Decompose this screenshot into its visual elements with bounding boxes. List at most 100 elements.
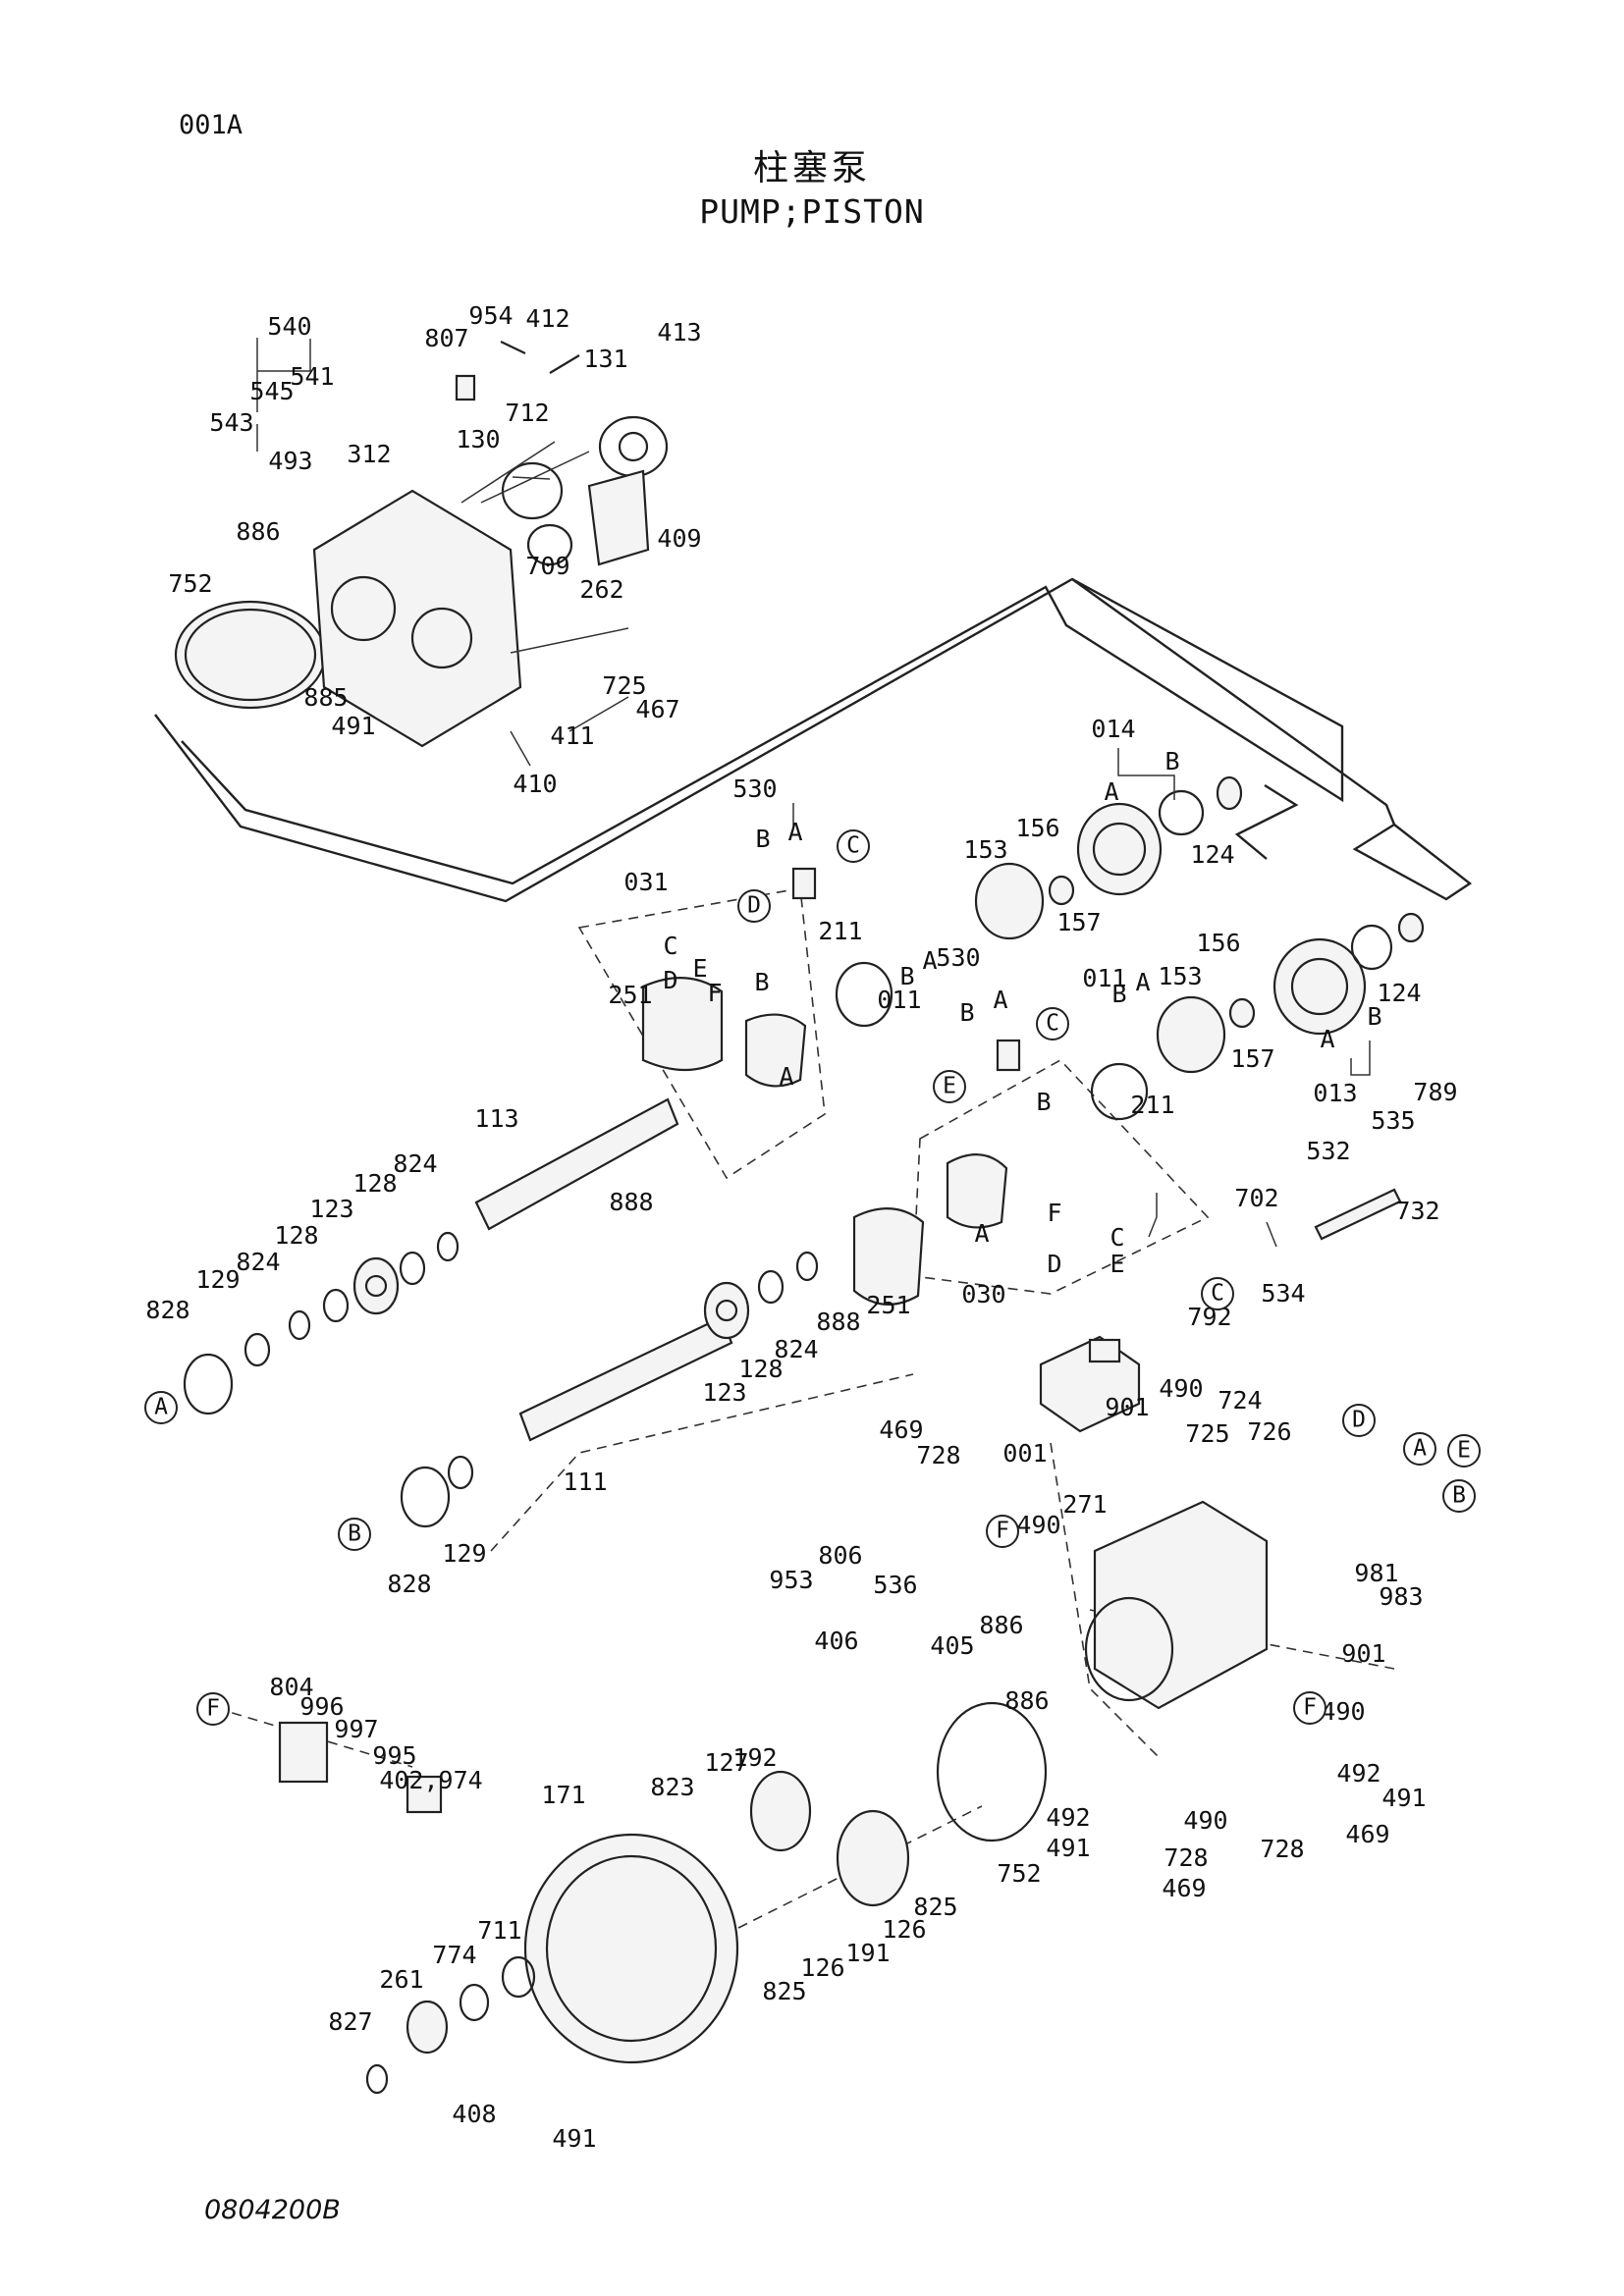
part-number-label: 823 (650, 1773, 694, 1801)
connection-circle-ref: C (1036, 1007, 1069, 1041)
connection-circle-ref: C (837, 829, 870, 863)
part-number-label: 411 (550, 721, 594, 750)
part-number-label: 490 (1016, 1511, 1060, 1539)
connection-letter-tag: B (1036, 1088, 1051, 1116)
part-number-label: 540 (267, 312, 311, 341)
connection-letter-tag: E (692, 954, 707, 983)
part-number-label: 886 (1004, 1686, 1049, 1715)
part-number-label: 131 (583, 345, 627, 373)
part-number-label: 128 (352, 1169, 397, 1198)
part-number-label: 113 (474, 1104, 518, 1133)
connection-circle-ref: D (1342, 1404, 1376, 1437)
part-number-label: 732 (1395, 1197, 1439, 1225)
connection-letter-tag: A (922, 946, 937, 975)
part-number-label: 530 (936, 943, 980, 972)
part-number-label: 011 (877, 986, 921, 1014)
part-number-label: 129 (195, 1265, 240, 1294)
connection-circle-letter: A (1413, 1436, 1427, 1462)
regulator (1039, 1335, 1141, 1433)
connection-letter-tag: D (663, 966, 677, 994)
part-number-label: 409 (657, 524, 701, 553)
connection-circle-outline (1447, 1434, 1481, 1468)
part-number-label: 413 (657, 318, 701, 347)
connection-circle-outline (737, 889, 771, 923)
part-number-label: 888 (816, 1308, 860, 1336)
part-number-label: 469 (1162, 1874, 1206, 1902)
part-number-label: 130 (456, 425, 500, 454)
part-number-label: 469 (1345, 1820, 1389, 1848)
part-number-label: 535 (1371, 1106, 1415, 1135)
part-number-label: 995 (372, 1741, 416, 1770)
connection-letter-tag: D (1047, 1250, 1061, 1278)
part-number-label: 467 (635, 695, 679, 723)
connection-circle-outline (1403, 1432, 1436, 1466)
connection-letter-tag: B (1164, 747, 1179, 775)
title-chinese: 柱塞泵 (752, 148, 871, 188)
part-number-label: 491 (331, 712, 375, 740)
part-number-label: 492 (1046, 1803, 1090, 1832)
part-number-label: 271 (1062, 1490, 1107, 1519)
part-number-label: 709 (525, 552, 569, 580)
part-number-label: 534 (1261, 1279, 1305, 1308)
connection-letter-tag: A (974, 1219, 989, 1248)
part-number-label: 491 (552, 2124, 596, 2153)
part-number-label: 156 (1196, 929, 1240, 957)
connection-circle-letter: B (1452, 1483, 1466, 1509)
part-number-label: 543 (209, 408, 253, 437)
part-number-label: 726 (1247, 1417, 1291, 1446)
connection-circle-ref: B (1442, 1479, 1476, 1513)
part-number-label: 827 (328, 2007, 372, 2036)
connection-circle-outline (338, 1518, 371, 1551)
connection-letter-tag: C (1110, 1223, 1124, 1252)
part-number-label: 828 (387, 1570, 431, 1598)
part-number-label: 111 (563, 1468, 607, 1496)
part-number-label: 825 (762, 1977, 806, 2005)
part-number-label: 408 (452, 2100, 496, 2128)
part-number-label: 953 (769, 1566, 813, 1594)
connection-circle-ref: E (1447, 1434, 1481, 1468)
part-number-label: 469 (879, 1415, 923, 1444)
part-number-label: 123 (702, 1378, 746, 1407)
part-number-label: 406 (814, 1627, 858, 1655)
connection-circle-ref: F (986, 1515, 1019, 1548)
connection-letter-tag: B (959, 998, 974, 1027)
part-number-label: 312 (347, 440, 391, 468)
part-number-label: 192 (732, 1743, 777, 1772)
connection-circle-outline (144, 1391, 178, 1424)
connection-circle-ref: A (144, 1391, 178, 1424)
connection-circle-outline (1036, 1007, 1069, 1041)
connection-circle-ref: D (737, 889, 771, 923)
connection-letter-tag: B (754, 968, 769, 996)
part-number-label: 541 (290, 362, 334, 391)
part-number-label: 789 (1413, 1078, 1457, 1106)
part-number-label: 128 (274, 1221, 318, 1250)
connection-circle-letter: E (943, 1074, 956, 1099)
part-number-label: 031 (623, 868, 668, 896)
connection-letter-tag: C (663, 932, 677, 960)
part-number-label: 728 (916, 1441, 960, 1469)
connection-letter-tag: B (1367, 1002, 1381, 1031)
part-number-label: 886 (236, 517, 280, 546)
part-number-label: 157 (1056, 908, 1101, 936)
part-number-label: 124 (1377, 979, 1421, 1007)
part-number-label: 711 (477, 1916, 521, 1945)
part-number-label: 825 (913, 1893, 957, 1921)
part-number-label: 702 (1234, 1184, 1278, 1212)
assembly-outline-frames (154, 577, 1473, 903)
part-number-label: 030 (961, 1280, 1005, 1308)
part-number-label: 412 (525, 304, 569, 333)
part-number-label: 824 (393, 1149, 437, 1178)
part-number-label: 211 (818, 917, 862, 945)
connection-letter-tag: B (755, 825, 770, 853)
part-number-label: 014 (1091, 715, 1135, 743)
connection-letter-tag: E (1110, 1250, 1124, 1278)
part-number-label: 251 (866, 1291, 910, 1319)
connection-circle-letter: C (1211, 1281, 1224, 1307)
connection-circle-outline (1201, 1277, 1234, 1310)
part-number-label: 536 (873, 1571, 917, 1599)
part-number-label: 490 (1183, 1806, 1227, 1835)
part-number-label: 405 (930, 1631, 974, 1660)
part-number-label: 124 (1190, 840, 1234, 869)
connection-letter-tag: A (1320, 1025, 1334, 1053)
